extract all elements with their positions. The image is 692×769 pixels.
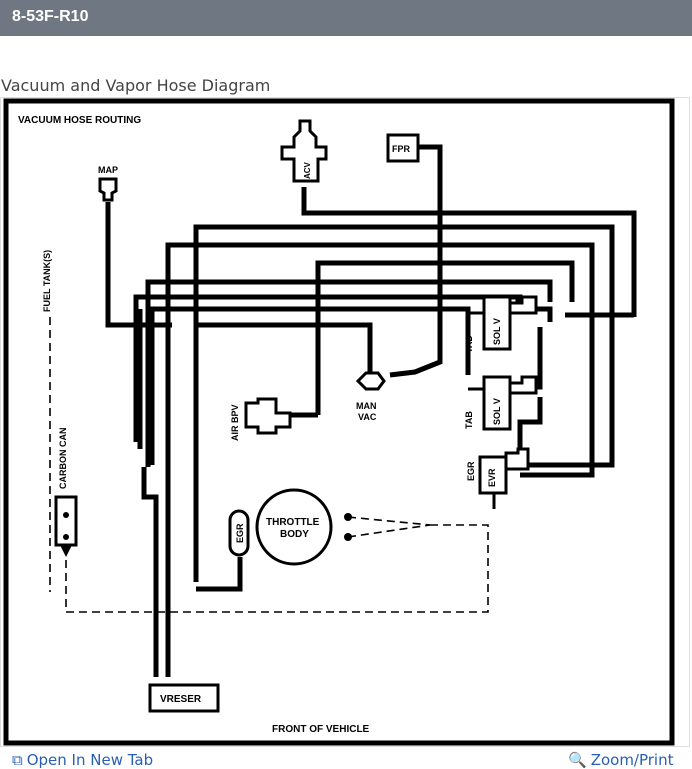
acv-valve-icon[interactable] [280, 119, 328, 183]
label-acv: ACV [303, 161, 312, 179]
label-fpr: FPR [392, 144, 411, 154]
header-bar: 8-53F-R10 [0, 0, 692, 36]
diagram-heading: VACUUM HOSE ROUTING [18, 115, 141, 126]
label-vac: VAC [358, 412, 377, 422]
open-new-tab-link[interactable]: ⧉Open In New Tab [12, 751, 154, 769]
map-sensor-icon[interactable] [98, 177, 118, 202]
vacuum-hose-diagram[interactable]: VACUUM HOSE ROUTING MAP ACV FPR FUEL TAN… [0, 97, 690, 747]
zoom-print-link[interactable]: 🔍Zoom/Print [568, 751, 674, 769]
sol-v-2-box[interactable] [482, 375, 512, 431]
vapor-lines [49, 317, 489, 613]
label-sol-v-2: SOL V [492, 398, 502, 425]
air-bpv-valve-icon[interactable] [244, 397, 292, 435]
label-egr-side: EGR [466, 461, 476, 481]
label-tab: TAB [464, 411, 474, 429]
sol-v-1-box[interactable] [482, 295, 512, 351]
external-link-icon: ⧉ [12, 751, 23, 769]
hose-lines [105, 144, 637, 677]
label-throttle: THROTTLE [266, 517, 320, 528]
diagram-border [3, 98, 675, 746]
vreser-box[interactable] [148, 683, 220, 713]
label-fuel-tank: FUEL TANK(S) [42, 250, 52, 312]
throttle-body-icon[interactable] [255, 488, 333, 566]
fpr-box[interactable] [386, 133, 420, 163]
label-egr-valve: EGR [235, 523, 245, 543]
zoom-icon: 🔍 [568, 751, 587, 769]
label-carbon-can: CARBON CAN [58, 428, 68, 490]
header-title: 8-53F-R10 [12, 8, 89, 25]
label-map: MAP [98, 165, 118, 175]
label-front-of-vehicle: FRONT OF VEHICLE [272, 724, 370, 735]
label-vreser: VRESER [160, 694, 202, 705]
label-tad: TAD [464, 335, 474, 353]
label-sol-v-1: SOL V [492, 318, 502, 345]
diagram-frame [0, 97, 690, 747]
label-man: MAN [356, 401, 377, 411]
egr-valve-icon[interactable] [228, 509, 250, 557]
section-title: Vacuum and Vapor Hose Diagram [1, 76, 271, 95]
label-evr: EVR [487, 468, 497, 487]
manifold-vacuum-icon[interactable] [355, 371, 386, 391]
label-air-bpv: AIR BPV [230, 404, 240, 441]
label-body: BODY [280, 529, 309, 540]
